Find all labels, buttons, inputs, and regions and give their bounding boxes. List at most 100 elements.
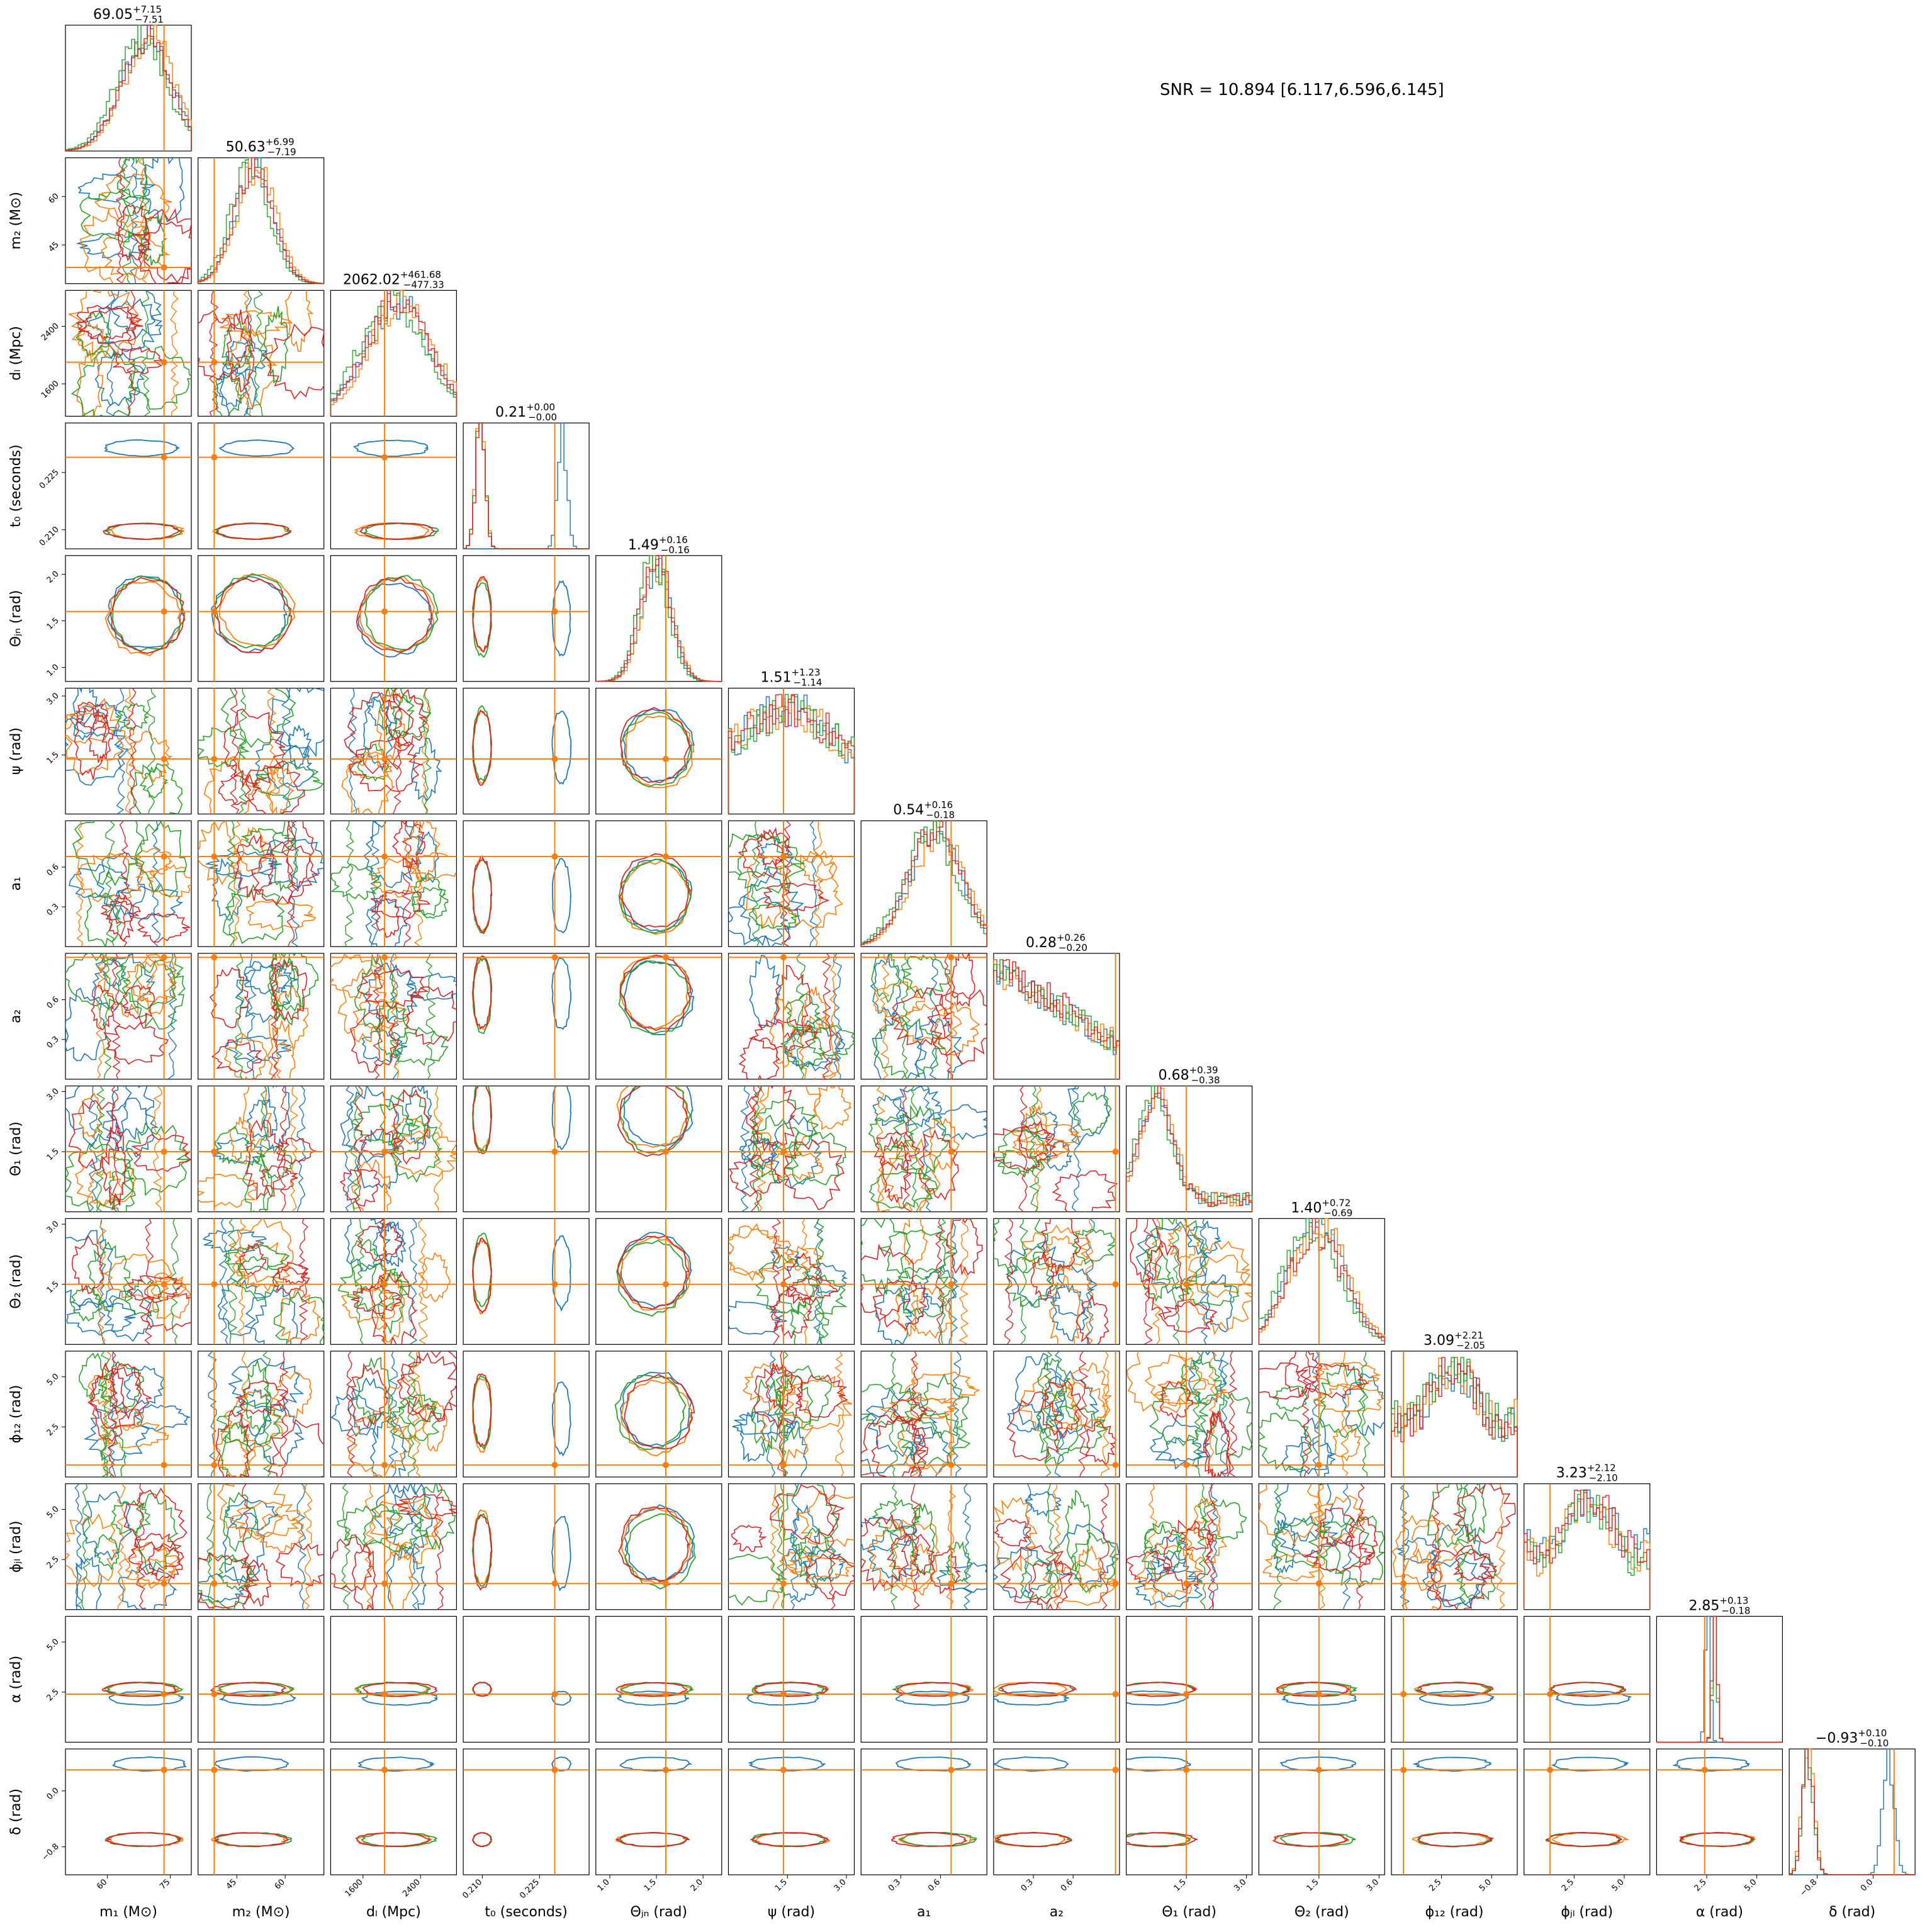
contour-series-3 <box>76 305 139 340</box>
contour-series-3 <box>396 1352 457 1422</box>
contour-series-0 <box>1126 1690 1189 1706</box>
contour-series-1 <box>220 310 293 337</box>
x-axis-label-8: Θ₁ (rad) <box>1162 1904 1216 1920</box>
contour-series-3 <box>349 1011 399 1073</box>
contour-series-2 <box>70 1284 101 1322</box>
contour-series-1 <box>1411 1514 1459 1574</box>
contour-series-3 <box>1006 1391 1063 1461</box>
contour-series-3 <box>1078 1351 1089 1477</box>
contour-series-3 <box>394 1493 457 1520</box>
truth-marker <box>662 1766 669 1773</box>
contour-series-3 <box>1206 1483 1216 1610</box>
diag-panel-3: 0.21+0.00−0.00 <box>463 402 590 549</box>
panel-12-5 <box>727 1615 855 1743</box>
contour-series-3 <box>245 1120 284 1201</box>
contour-series-0 <box>1395 1537 1438 1564</box>
contour-series-1 <box>1259 1483 1321 1545</box>
contour-set <box>472 1232 571 1315</box>
contour-series-0 <box>244 1283 298 1345</box>
panel-3-0 <box>65 422 192 549</box>
panel-13-3 <box>463 1748 590 1875</box>
contour-series-3 <box>103 522 181 541</box>
contour-series-3 <box>1076 1294 1109 1345</box>
panel-10-6 <box>860 1351 987 1478</box>
contour-series-2 <box>790 1297 829 1345</box>
contour-series-1 <box>229 1116 256 1165</box>
diag-panel-1: 50.63+6.99−7.19 <box>197 137 325 284</box>
panel-frame <box>198 422 325 549</box>
contour-series-1 <box>958 1218 969 1345</box>
panel-frame <box>860 1748 987 1875</box>
contour-series-3 <box>861 1514 911 1592</box>
panel-13-1 <box>198 1748 325 1875</box>
hist-series-3 <box>330 289 458 417</box>
contour-series-3 <box>216 522 292 541</box>
contour-series-3 <box>108 894 135 942</box>
y-tick-label: 2.5 <box>45 1554 61 1570</box>
panel-frame <box>595 1085 722 1213</box>
panel-5-2 <box>330 687 458 815</box>
hist-series-1 <box>860 820 987 947</box>
hist-series-1 <box>330 289 458 417</box>
contour-series-0 <box>551 710 572 785</box>
contour-series-3 <box>472 1682 493 1697</box>
contour-series-3 <box>115 157 126 284</box>
contour-series-2 <box>753 1086 763 1212</box>
contour-series-3 <box>1356 1483 1365 1610</box>
hist-series-2 <box>1523 1489 1651 1610</box>
truth-marker <box>551 608 558 615</box>
panel-7-5 <box>727 953 855 1080</box>
truth-marker <box>160 853 167 860</box>
contour-series-1 <box>65 1514 118 1587</box>
contour-series-1 <box>223 1390 284 1455</box>
contour-series-1 <box>67 290 140 359</box>
contour-series-2 <box>140 216 167 266</box>
y-tick-label: 1.5 <box>45 1279 61 1295</box>
contour-series-3 <box>400 1351 457 1420</box>
contour-series-2 <box>273 1290 324 1345</box>
contour-set <box>355 1756 438 1848</box>
contour-series-3 <box>1347 1516 1378 1566</box>
panel-12-8 <box>1125 1615 1253 1743</box>
contour-series-3 <box>946 1218 983 1276</box>
x-tick-label: 3.0 <box>833 1877 848 1893</box>
contour-series-3 <box>270 959 308 1022</box>
y-tick-label: 1.5 <box>45 750 61 766</box>
contour-series-2 <box>918 1373 969 1439</box>
contour-series-3 <box>624 1374 695 1450</box>
panel-5-1 <box>198 687 325 815</box>
contour-series-3 <box>359 522 435 540</box>
truth-marker <box>948 1766 955 1773</box>
contour-series-2 <box>131 959 186 1030</box>
contour-series-1 <box>877 1152 932 1212</box>
contour-series-1 <box>879 953 890 1079</box>
contour-series-3 <box>789 1276 838 1303</box>
contour-series-0 <box>781 1549 819 1603</box>
x-axis-label-12: α (rad) <box>1696 1904 1743 1920</box>
contour-series-2 <box>98 1361 145 1409</box>
contour-series-3 <box>376 898 400 938</box>
truth-marker <box>551 1461 558 1468</box>
truth-marker <box>381 1690 388 1697</box>
contour-series-3 <box>135 1483 145 1610</box>
contour-series-1 <box>1151 1218 1161 1345</box>
contour-series-1 <box>77 1092 103 1138</box>
panel-frame <box>65 555 192 682</box>
y-tick-label: 0.3 <box>45 902 61 918</box>
x-tick-label: 2.5 <box>1693 1877 1709 1893</box>
contour-series-2 <box>87 1241 130 1312</box>
contour-series-3 <box>1418 1831 1495 1848</box>
contour-series-1 <box>621 860 692 935</box>
contour-set <box>198 290 324 417</box>
contour-series-3 <box>355 1832 430 1847</box>
contour-series-0 <box>348 1377 392 1439</box>
contour-series-1 <box>128 730 173 783</box>
contour-series-2 <box>411 873 447 916</box>
truth-marker <box>160 756 167 762</box>
contour-series-0 <box>130 157 139 284</box>
contour-series-0 <box>728 896 791 946</box>
contour-series-0 <box>551 957 572 1030</box>
contour-series-0 <box>1282 1439 1337 1475</box>
diag-panel-7: 0.28+0.26−0.20 <box>993 932 1120 1080</box>
truth-marker <box>1183 1461 1190 1468</box>
